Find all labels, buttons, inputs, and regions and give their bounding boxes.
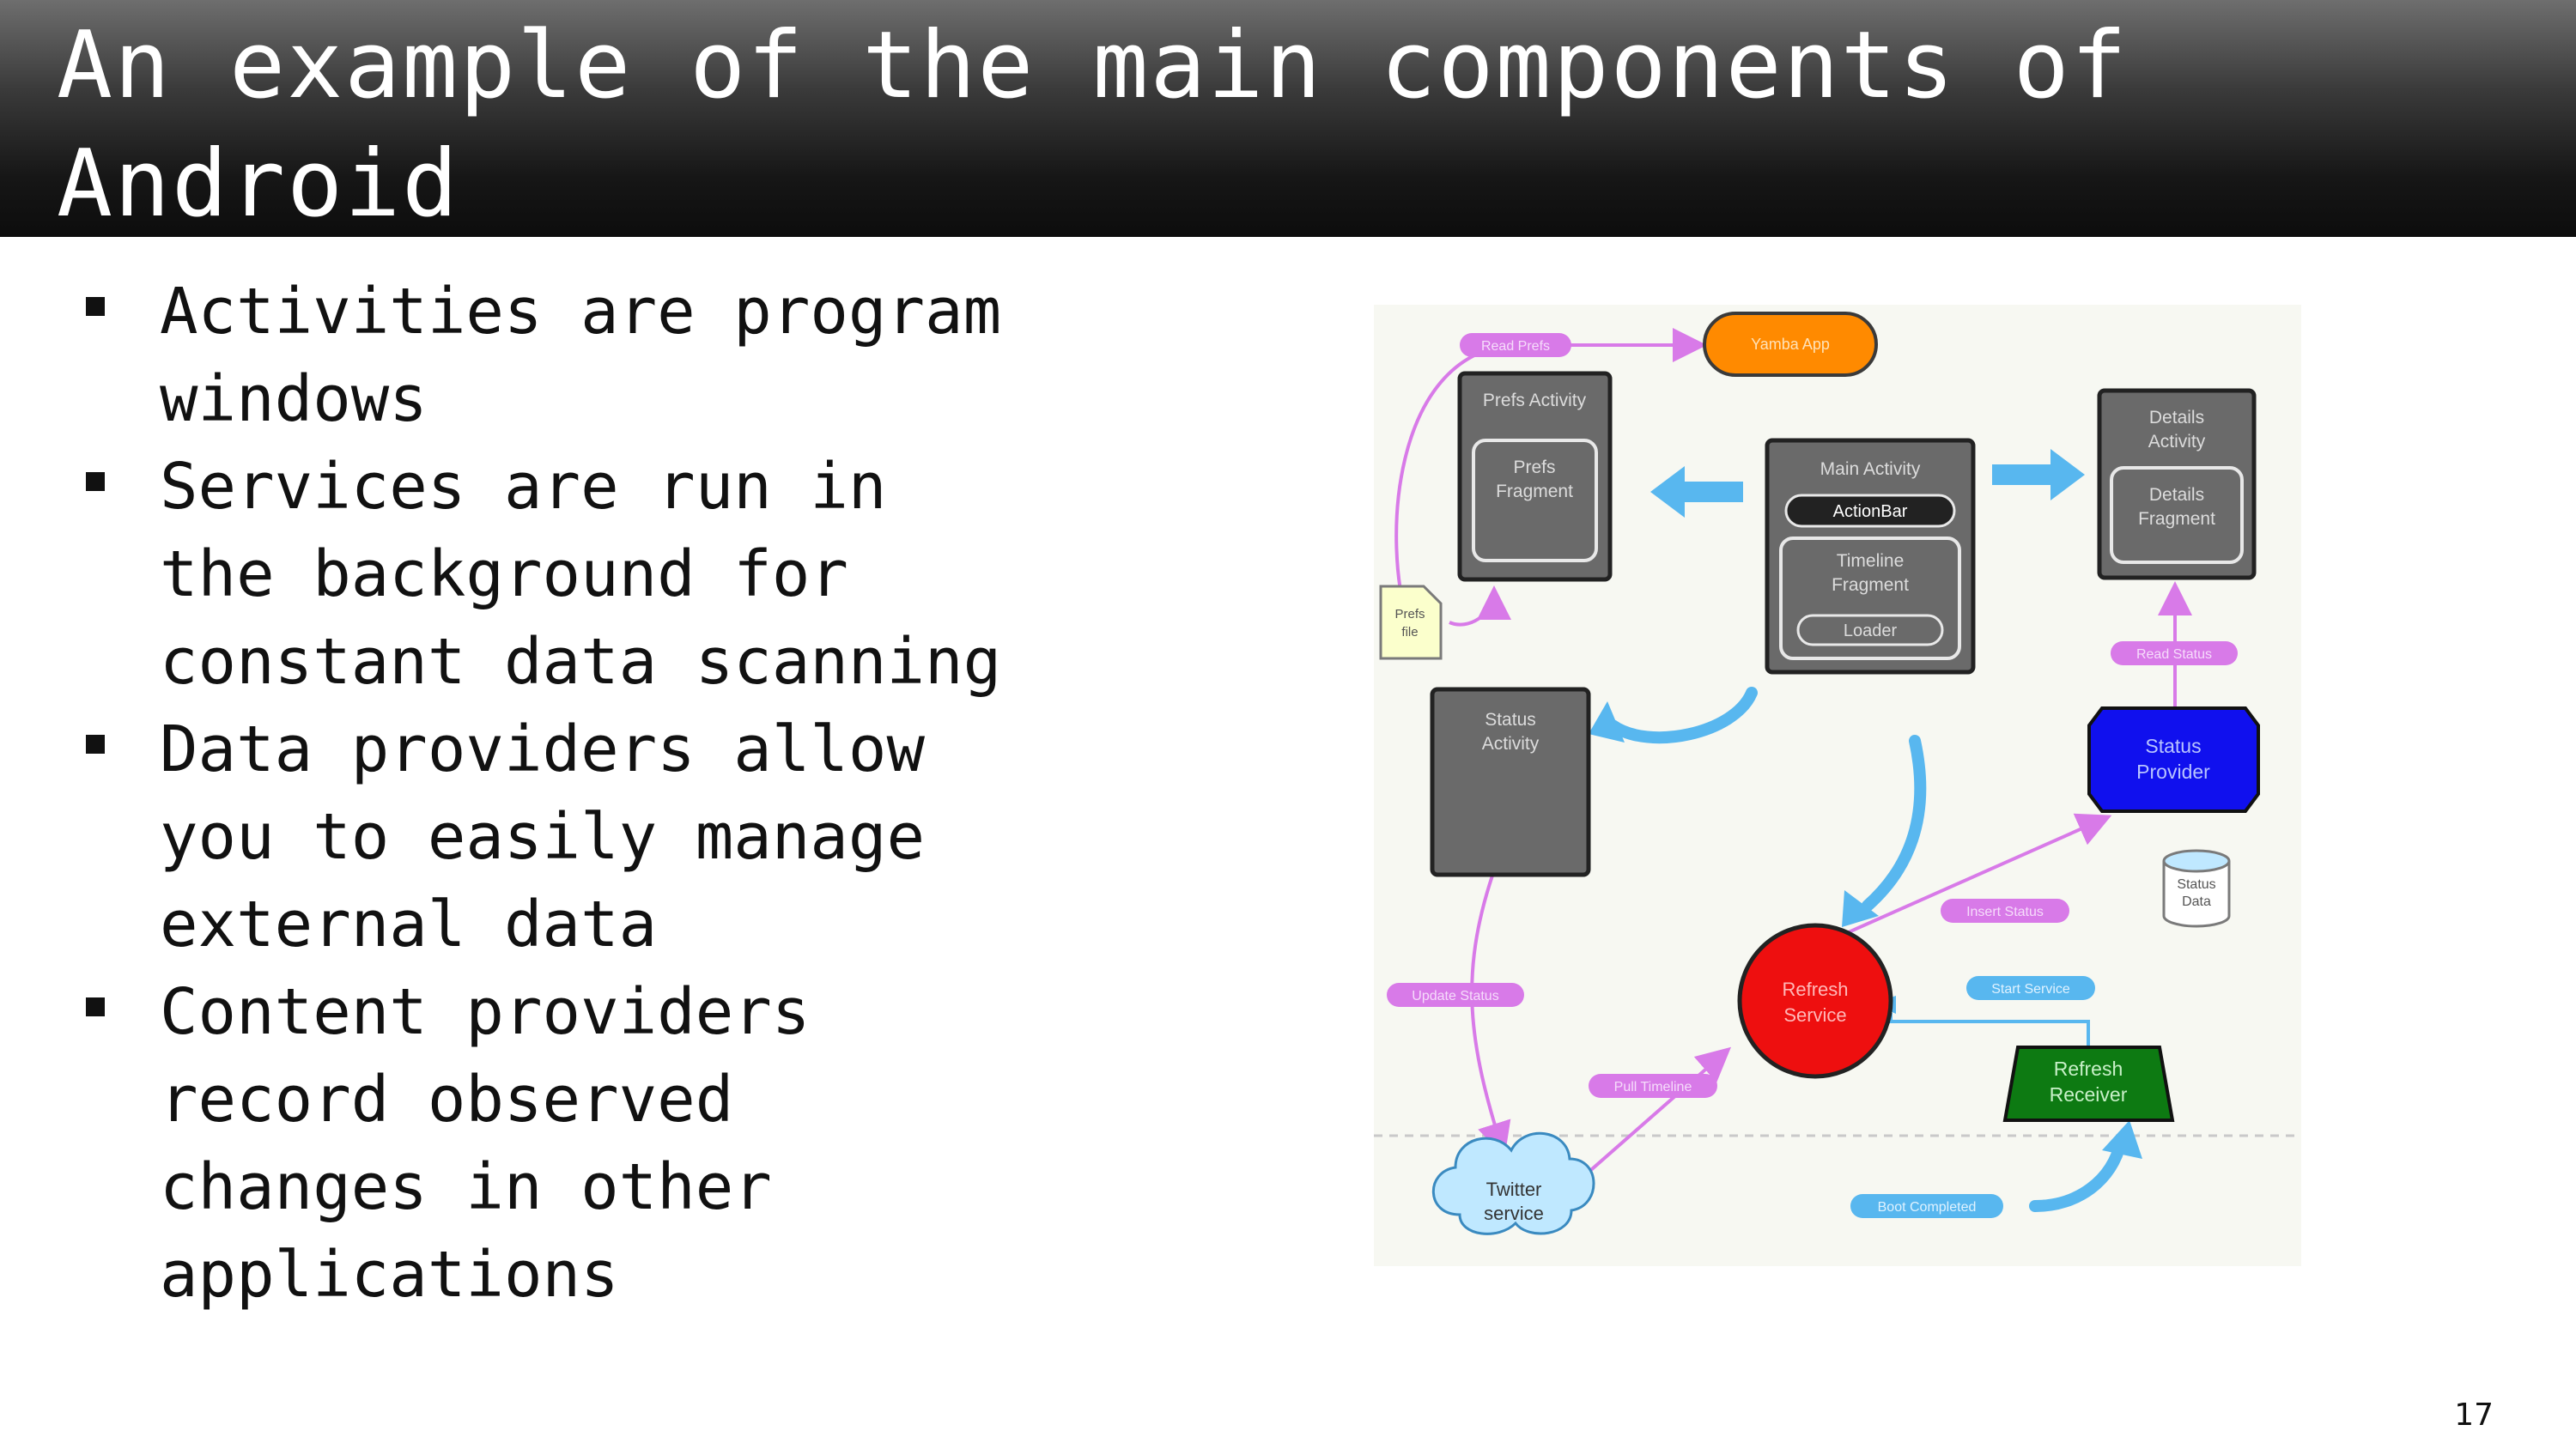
curved-blue-arrowhead-boot xyxy=(2102,1120,2142,1159)
boot-completed-label: Boot Completed xyxy=(1878,1200,1977,1215)
status-data-label-1: Status xyxy=(2177,877,2215,892)
curved-blue-arrow-status xyxy=(1607,687,1758,744)
refresh-service-label-2: Service xyxy=(1783,1004,1846,1026)
bullet-marker xyxy=(86,297,105,316)
prefs-activity-label: Prefs Activity xyxy=(1483,391,1587,410)
details-fragment-label-1: Details xyxy=(2149,485,2204,505)
prefs-fragment-label-1: Prefs xyxy=(1513,458,1555,477)
insert-status-pill xyxy=(1941,899,2069,923)
refresh-receiver-label-1: Refresh xyxy=(2054,1058,2123,1080)
timeline-fragment-label-1: Timeline xyxy=(1837,551,1905,571)
bullet-text: Content providers record observed change… xyxy=(160,975,811,1312)
twitter-service-node xyxy=(1431,1131,1595,1235)
insert-status-label: Insert Status xyxy=(1966,905,2044,919)
read-prefs-pill xyxy=(1460,333,1571,357)
read-status-label: Read Status xyxy=(2136,647,2212,662)
title-bar: An example of the main components of And… xyxy=(0,0,2576,238)
bullet-item: Content providers record observed change… xyxy=(86,968,1030,1319)
twitter-service-label-1: Twitter xyxy=(1486,1179,1542,1200)
pull-timeline-label: Pull Timeline xyxy=(1614,1080,1692,1094)
bullet-text: Services are run in the background for c… xyxy=(160,450,1002,699)
bullet-marker xyxy=(86,735,105,754)
curved-blue-arrowhead-service xyxy=(1842,890,1879,927)
prefs-file-label-1: Prefs xyxy=(1394,607,1425,621)
read-prefs-label: Read Prefs xyxy=(1481,339,1550,354)
status-data-label-2: Data xyxy=(2182,894,2211,909)
bullet-list: Activities are program windows Services … xyxy=(86,268,1030,1319)
bullet-item: Services are run in the background for c… xyxy=(86,443,1030,706)
refresh-receiver-label-2: Receiver xyxy=(2050,1083,2128,1106)
update-status-label: Update Status xyxy=(1412,989,1498,1003)
status-data-node xyxy=(2162,861,2231,928)
details-fragment-box xyxy=(2110,466,2244,564)
status-activity-box xyxy=(1430,687,1591,877)
prefs-fragment-label-2: Fragment xyxy=(1496,482,1573,501)
android-components-diagram: Yamba App Prefs Activity Prefs Fragment … xyxy=(1374,305,2301,1266)
refresh-service-label-1: Refresh xyxy=(1782,979,1848,1000)
update-status-arrow xyxy=(1470,875,1511,1157)
status-provider-label-2: Provider xyxy=(2136,761,2210,783)
bullet-item: Activities are program windows xyxy=(86,268,1030,443)
slide-title: An example of the main components of And… xyxy=(57,12,2186,238)
bullet-text: Data providers allow you to easily manag… xyxy=(160,712,926,961)
start-service-pill xyxy=(1966,976,2095,1000)
pull-timeline-pill xyxy=(1589,1074,1717,1098)
loader-box xyxy=(1796,614,1944,646)
action-bar-box xyxy=(1784,494,1956,528)
prefs-file-node xyxy=(1379,585,1443,660)
left-blue-arrow xyxy=(1650,466,1743,518)
status-activity-label-2: Activity xyxy=(1482,734,1540,754)
prefs-file-label-2: file xyxy=(1401,625,1418,640)
action-bar-label: ActionBar xyxy=(1833,502,1908,521)
bullet-marker xyxy=(86,472,105,491)
prefs-file-arrow xyxy=(1449,585,1511,627)
main-activity-label: Main Activity xyxy=(1820,459,1921,479)
bullet-marker xyxy=(86,997,105,1016)
update-status-pill xyxy=(1387,983,1524,1007)
details-activity-label-2: Activity xyxy=(2148,432,2206,452)
status-data-top xyxy=(2162,849,2231,873)
yamba-app-node xyxy=(1703,312,1878,377)
refresh-service-node xyxy=(1737,923,1893,1079)
page-number: 17 xyxy=(2454,1397,2494,1433)
yamba-app-label: Yamba App xyxy=(1751,336,1830,353)
twitter-service-label-2: service xyxy=(1484,1203,1544,1224)
curved-blue-arrowhead-status xyxy=(1589,701,1625,743)
bullet-text: Activities are program windows xyxy=(160,275,1002,436)
status-provider-node xyxy=(2087,706,2260,813)
loader-label: Loader xyxy=(1844,621,1898,640)
refresh-receiver-node xyxy=(2002,1046,2175,1122)
timeline-fragment-label-2: Fragment xyxy=(1832,575,1909,595)
right-blue-arrow xyxy=(1992,449,2085,500)
start-service-label: Start Service xyxy=(1991,982,2070,997)
status-activity-label-1: Status xyxy=(1485,710,1536,730)
prefs-fragment-box xyxy=(1472,439,1598,562)
curved-blue-arrow-service xyxy=(1862,735,1927,912)
details-fragment-label-2: Fragment xyxy=(2138,509,2215,529)
read-status-pill xyxy=(2111,641,2238,665)
bullet-item: Data providers allow you to easily manag… xyxy=(86,706,1030,968)
curved-blue-arrow-boot xyxy=(2029,1136,2127,1212)
status-provider-label-1: Status xyxy=(2145,735,2201,757)
details-activity-label-1: Details xyxy=(2149,408,2204,427)
boot-completed-pill xyxy=(1850,1194,2003,1218)
